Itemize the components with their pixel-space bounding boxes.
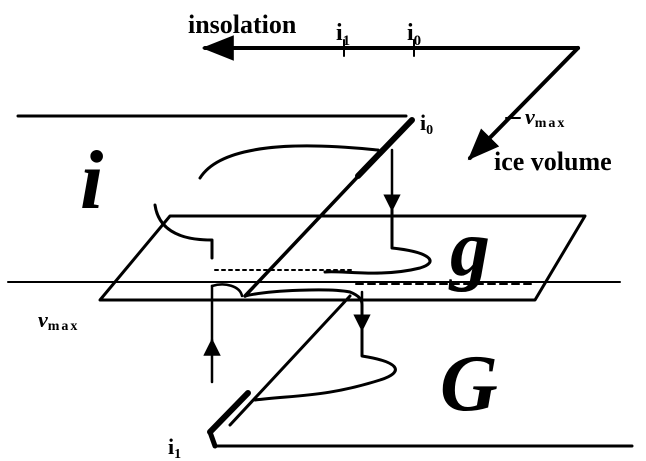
ice-volume-axis-line bbox=[467, 46, 580, 161]
tick-i0-label: i0 bbox=[407, 20, 421, 49]
tick-i1-label: i1 bbox=[336, 20, 350, 49]
fold-lower-thick bbox=[207, 390, 251, 435]
lower-branch-curve bbox=[243, 288, 397, 402]
ice-volume-label: ice volume bbox=[494, 147, 612, 176]
fold-line-lower bbox=[228, 294, 352, 427]
surface-group: i0 i1 vmax i g G bbox=[7, 110, 634, 461]
fold-i1-label: i1 bbox=[168, 434, 181, 461]
fold-line-upper bbox=[243, 148, 385, 298]
upper-branch-curve-low bbox=[153, 203, 214, 260]
insolation-label: insolation bbox=[188, 10, 297, 39]
middle-branch-curve bbox=[323, 208, 432, 275]
middle-plane-label: g bbox=[448, 205, 490, 293]
axis-vmax-label: vmax bbox=[525, 104, 566, 131]
fold-i0-label: i0 bbox=[420, 110, 433, 138]
upper-branch-label: i bbox=[80, 134, 103, 227]
middle-plane-hidden-edges bbox=[99, 215, 171, 301]
fold-lower-thick-2 bbox=[207, 429, 218, 449]
lower-branch-label: G bbox=[440, 340, 498, 428]
middle-plane-outline bbox=[98, 214, 587, 302]
axes-group: insolation i1 i0 vmax ice volume bbox=[188, 10, 612, 176]
upper-branch-curve bbox=[198, 144, 380, 180]
plane-vmax-label: vmax bbox=[38, 307, 79, 334]
ascent-hook bbox=[210, 283, 244, 298]
